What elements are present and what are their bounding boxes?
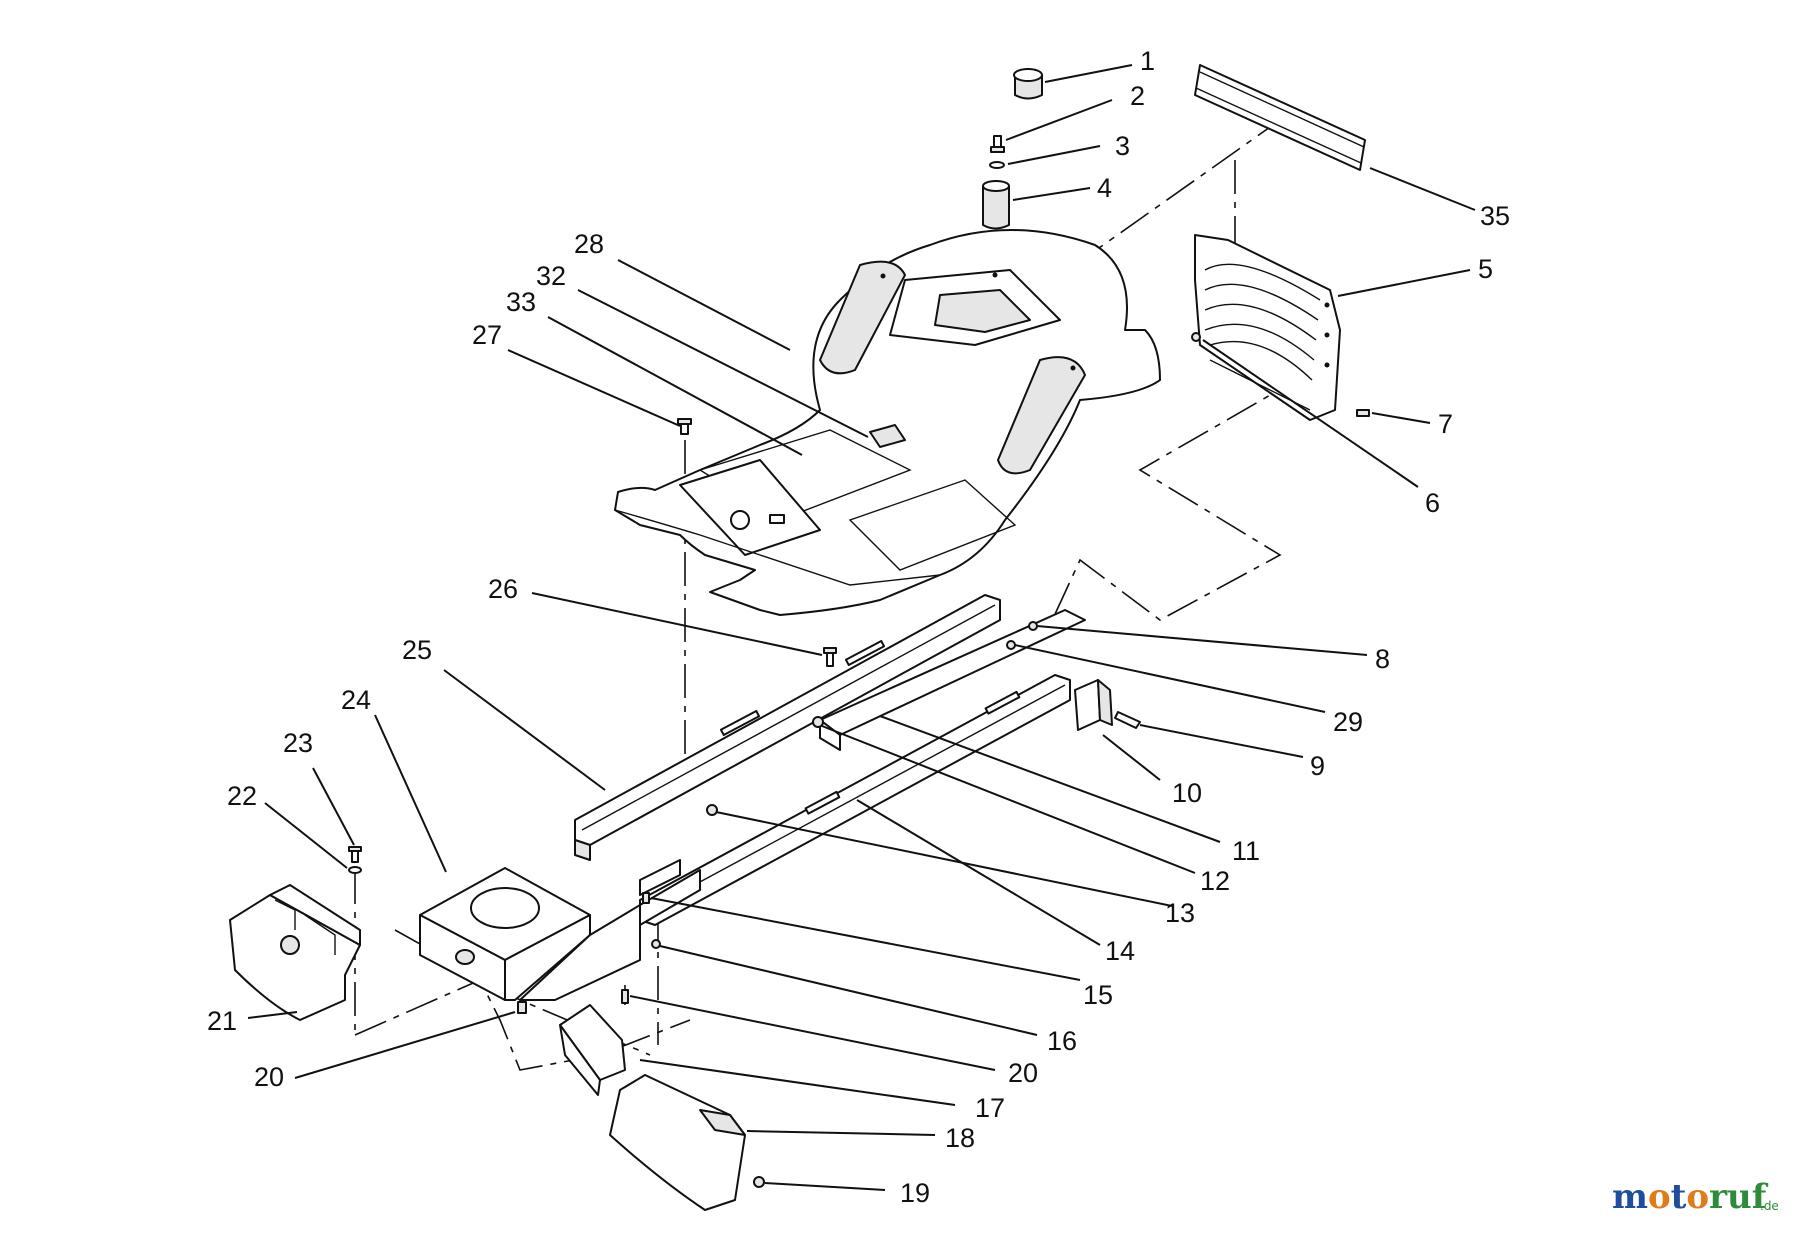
callout-25: 25 xyxy=(402,635,432,665)
callout-20b: 20 xyxy=(1008,1058,1038,1088)
callout-32: 32 xyxy=(536,261,566,291)
frame-rear-section xyxy=(519,859,701,1001)
part-25-frame-rail xyxy=(574,594,1001,861)
part-20-bolt-b xyxy=(621,989,629,1004)
part-28-fender-deck xyxy=(614,229,1161,616)
part-23-bolt xyxy=(348,846,362,863)
callout-29: 29 xyxy=(1333,707,1363,737)
callout-20a: 20 xyxy=(254,1062,284,1092)
callout-15: 15 xyxy=(1083,980,1113,1010)
callout-6: 6 xyxy=(1425,488,1440,518)
callout-21: 21 xyxy=(207,1006,237,1036)
callout-8: 8 xyxy=(1375,644,1390,674)
callout-5: 5 xyxy=(1478,254,1493,284)
callout-24: 24 xyxy=(341,685,371,715)
part-20-bolt-a xyxy=(517,1001,527,1014)
callout-26: 26 xyxy=(488,574,518,604)
leader-lines xyxy=(247,64,1476,1191)
part-16-nut xyxy=(651,939,661,949)
callout-13: 13 xyxy=(1165,898,1195,928)
callout-14: 14 xyxy=(1105,936,1135,966)
callout-17: 17 xyxy=(975,1093,1005,1123)
part-22-washer xyxy=(348,866,362,874)
part-1-knob xyxy=(1013,68,1043,100)
callout-4: 4 xyxy=(1097,173,1112,203)
part-3-washer xyxy=(989,161,1005,169)
part-26-bolt xyxy=(823,647,837,667)
callout-35: 35 xyxy=(1480,201,1510,231)
part-5-grille xyxy=(1194,234,1341,421)
part-2-screw xyxy=(990,135,1005,153)
part-10-bracket xyxy=(1074,679,1113,731)
part-19-nut xyxy=(753,1176,765,1188)
part-18-shield xyxy=(609,1074,746,1211)
part-4-sleeve xyxy=(982,180,1010,230)
callout-10: 10 xyxy=(1172,778,1202,808)
callout-labels: 1 2 3 4 35 5 28 32 33 27 7 6 26 8 25 29 … xyxy=(207,46,1510,1208)
svg-text:.de: .de xyxy=(1760,1199,1779,1213)
part-29-washer xyxy=(1006,640,1016,650)
callout-7: 7 xyxy=(1438,409,1453,439)
part-17-bracket xyxy=(559,1004,626,1096)
part-35-rail xyxy=(1194,64,1366,171)
part-27-screw xyxy=(677,418,692,435)
part-8-nut xyxy=(1028,621,1038,631)
callout-33: 33 xyxy=(506,287,536,317)
callout-16: 16 xyxy=(1047,1026,1077,1056)
callout-11: 11 xyxy=(1232,836,1260,866)
part-7-screw xyxy=(1356,409,1370,417)
callout-22: 22 xyxy=(227,781,257,811)
part-9-clip xyxy=(1114,711,1141,729)
watermark-logo: motoruf .de xyxy=(1612,1172,1782,1221)
part-15-bolt xyxy=(642,892,650,904)
callout-9: 9 xyxy=(1310,751,1325,781)
callout-27: 27 xyxy=(472,320,502,350)
callout-28: 28 xyxy=(574,229,604,259)
part-12-nut xyxy=(812,716,824,728)
callout-1: 1 xyxy=(1140,46,1155,76)
callout-19: 19 xyxy=(900,1178,930,1208)
callout-23: 23 xyxy=(283,728,313,758)
callout-18: 18 xyxy=(945,1123,975,1153)
callout-3: 3 xyxy=(1115,131,1130,161)
svg-text:motoruf: motoruf xyxy=(1612,1177,1769,1216)
part-13-nut xyxy=(706,804,718,816)
part-21-rear-bracket xyxy=(229,884,361,1021)
part-24-engine-mount xyxy=(419,867,591,1001)
callout-12: 12 xyxy=(1200,866,1230,896)
part-6-screw xyxy=(1191,332,1201,342)
callout-2: 2 xyxy=(1130,81,1145,111)
